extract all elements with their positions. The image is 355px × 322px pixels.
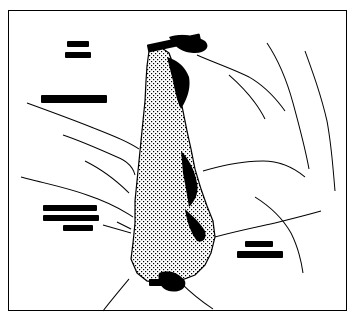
shore-ridge-upper [167,57,190,109]
shore-ridge-lower [185,209,206,242]
map-graphic [20,33,336,312]
leader-line [116,221,132,230]
map-frame [8,10,347,312]
reservoir [130,45,216,284]
shore-ridge-mid [181,151,198,207]
map-lettering [41,33,283,286]
streams [20,42,336,312]
